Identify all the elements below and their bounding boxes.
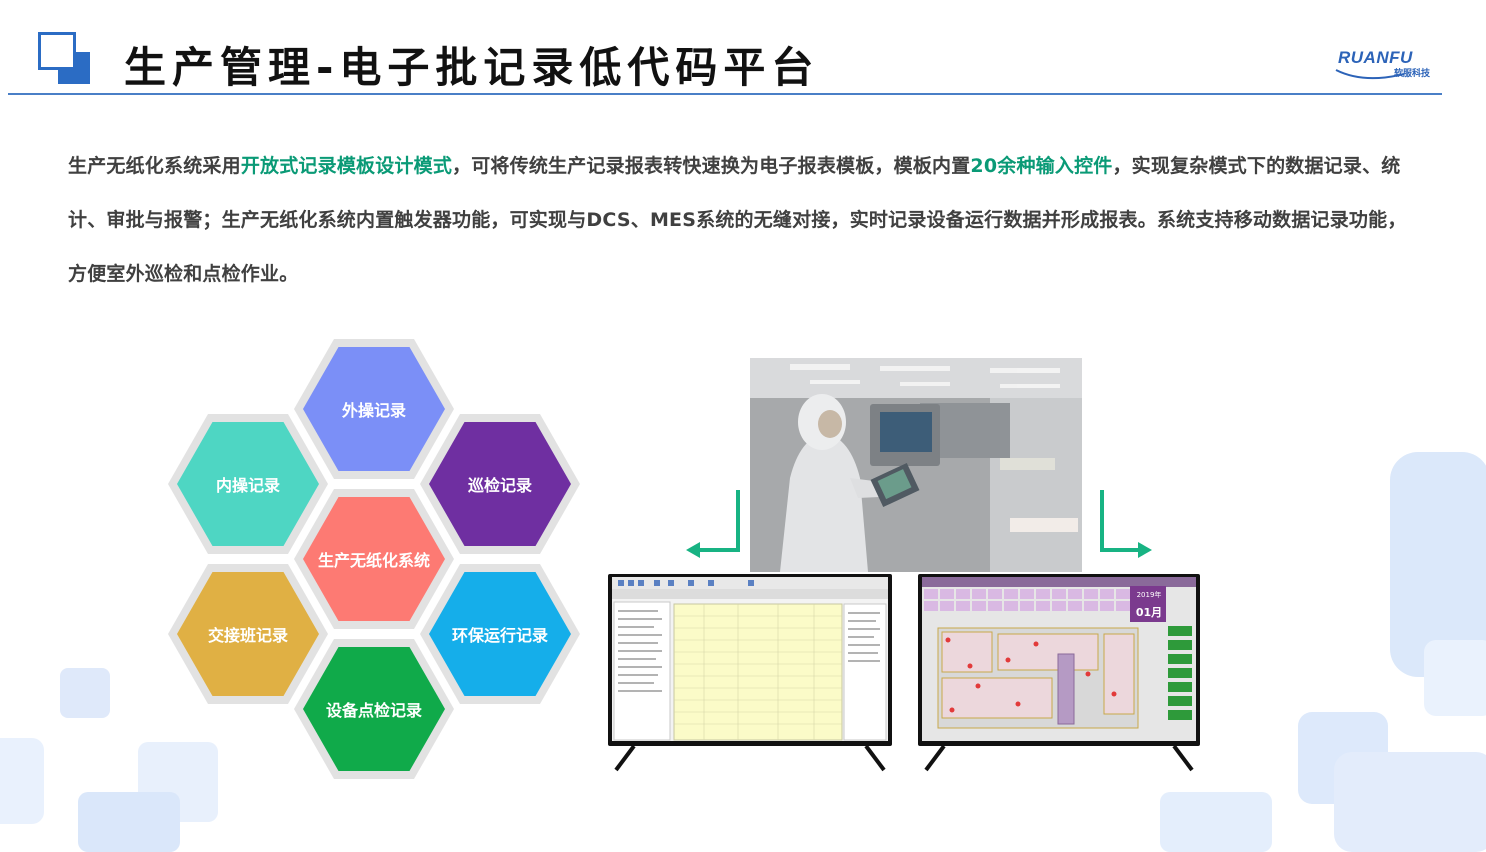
hex-shift-handover: 交接班记录 (168, 564, 328, 704)
company-logo: RUANFU 软服科技 (1334, 44, 1434, 80)
decor-block (1390, 452, 1486, 677)
monitor-facility-map: 2019年 01月 (918, 574, 1200, 774)
calendar-year: 2019年 (1136, 591, 1162, 599)
title-divider (8, 93, 1442, 95)
intro-text: ，可将传统生产记录报表转快速换为电子报表模板，模板内置 (452, 155, 971, 177)
hex-label: 外操记录 (341, 401, 406, 420)
cleanroom-operator-photo (750, 358, 1082, 572)
hex-inside-operation: 内操记录 (168, 414, 328, 554)
logo-swoosh-icon (1335, 69, 1405, 80)
arrow-right-icon (1100, 490, 1152, 558)
logo-subtitle: 软服科技 (1394, 69, 1431, 79)
logo-wordmark: RUANFU (1338, 48, 1413, 67)
decor-block (78, 792, 180, 852)
decor-block (1334, 752, 1486, 852)
hex-outside-operation: 外操记录 (294, 339, 454, 479)
decor-block (60, 668, 110, 718)
decor-block (0, 738, 44, 824)
page-title: 生产管理-电子批记录低代码平台 (124, 43, 820, 92)
hex-label: 生产无纸化系统 (317, 551, 430, 570)
hex-label: 环保运行记录 (451, 626, 548, 645)
decor-block (1160, 792, 1272, 852)
hex-label: 内操记录 (215, 476, 280, 495)
calendar-month: 01月 (1135, 606, 1163, 619)
hex-label: 交接班记录 (207, 626, 288, 645)
arrow-left-icon (686, 490, 740, 558)
title-icon (38, 32, 90, 84)
hex-label: 设备点检记录 (325, 701, 422, 720)
hex-label: 巡检记录 (467, 476, 532, 495)
hex-inspection: 巡检记录 (420, 414, 580, 554)
intro-highlight: 20余种输入控件 (970, 155, 1113, 177)
intro-text: 生产无纸化系统采用 (68, 155, 241, 177)
intro-text: ，实现复杂模式下的数据记录、统计、审批与报警；生产无纸化系统内置触发器功能，可实… (68, 155, 1407, 285)
hex-environmental-operation: 环保运行记录 (420, 564, 580, 704)
decor-block (1424, 640, 1486, 716)
intro-highlight: 开放式记录模板设计模式 (240, 155, 453, 177)
hex-equipment-inspection: 设备点检记录 (294, 639, 454, 779)
intro-paragraph: 生产无纸化系统采用开放式记录模板设计模式，可将传统生产记录报表转快速换为电子报表… (68, 139, 1408, 301)
monitor-form-editor (608, 574, 892, 772)
hex-paperless-system: 生产无纸化系统 (294, 489, 454, 629)
